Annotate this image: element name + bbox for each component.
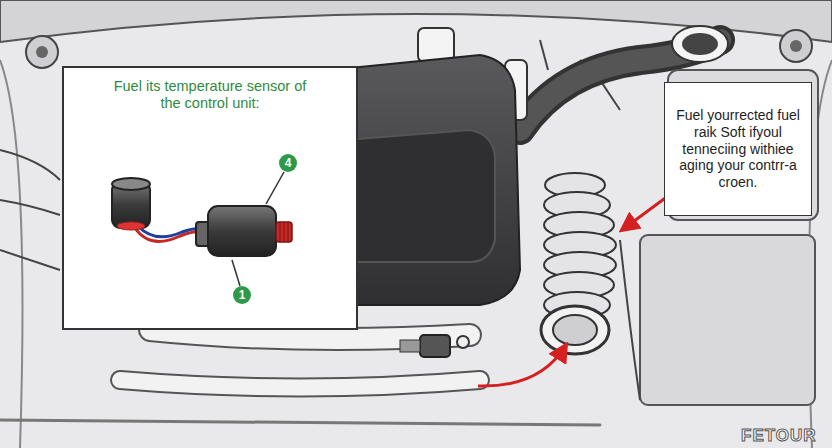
engine-bay	[790, 40, 802, 52]
engine-bay	[36, 46, 48, 58]
corrugated-hose	[553, 315, 597, 345]
exhaust-manifold	[0, 330, 600, 425]
reservoir	[672, 26, 728, 62]
temperature-sensor	[112, 178, 150, 190]
temperature-sensor	[208, 206, 276, 256]
leader-line	[266, 172, 284, 204]
wiring	[540, 40, 548, 70]
temperature-sensor	[112, 178, 292, 256]
exhaust-manifold	[0, 420, 600, 425]
callout-number: 1	[233, 286, 251, 304]
wiring	[0, 250, 60, 270]
small-sensor	[457, 336, 469, 348]
inset-title: Fuel its temperature sensor of the contr…	[111, 78, 309, 113]
battery-box	[620, 235, 815, 405]
small-sensor	[400, 340, 420, 352]
exhaust-manifold	[120, 380, 480, 388]
temperature-sensor	[276, 222, 292, 242]
small-sensor	[420, 335, 450, 357]
red-arrow	[622, 196, 668, 230]
reservoir	[418, 28, 454, 62]
inset-panel	[62, 66, 358, 330]
leader-line	[232, 172, 284, 286]
corrugated-hose	[541, 306, 609, 354]
small-sensor	[400, 335, 469, 357]
watermark: FETOUR	[741, 426, 817, 446]
reservoir	[682, 33, 718, 55]
battery-box	[640, 235, 815, 405]
corrugated-hose	[541, 173, 616, 354]
leader-line	[232, 260, 240, 286]
engine-bay	[26, 36, 58, 68]
inset-box: Fuel its temperature sensor of the contr…	[62, 66, 358, 330]
temperature-sensor	[117, 222, 145, 230]
engine-bay	[780, 30, 812, 62]
red-arrow	[478, 345, 566, 386]
wiring	[0, 150, 60, 180]
engine-cover	[335, 130, 495, 262]
red-arrow	[478, 196, 668, 386]
callout-box: Fuel yourrected fuel raik Soft ifyoul te…	[664, 82, 812, 216]
battery-box	[620, 240, 640, 400]
callout-number: 4	[279, 154, 297, 172]
temperature-sensor	[280, 222, 288, 242]
callout-text: Fuel yourrected fuel raik Soft ifyoul te…	[672, 107, 804, 191]
exhaust-manifold	[120, 380, 480, 388]
temperature-sensor	[138, 226, 205, 237]
wiring	[0, 200, 60, 215]
inset-panel	[62, 66, 358, 330]
